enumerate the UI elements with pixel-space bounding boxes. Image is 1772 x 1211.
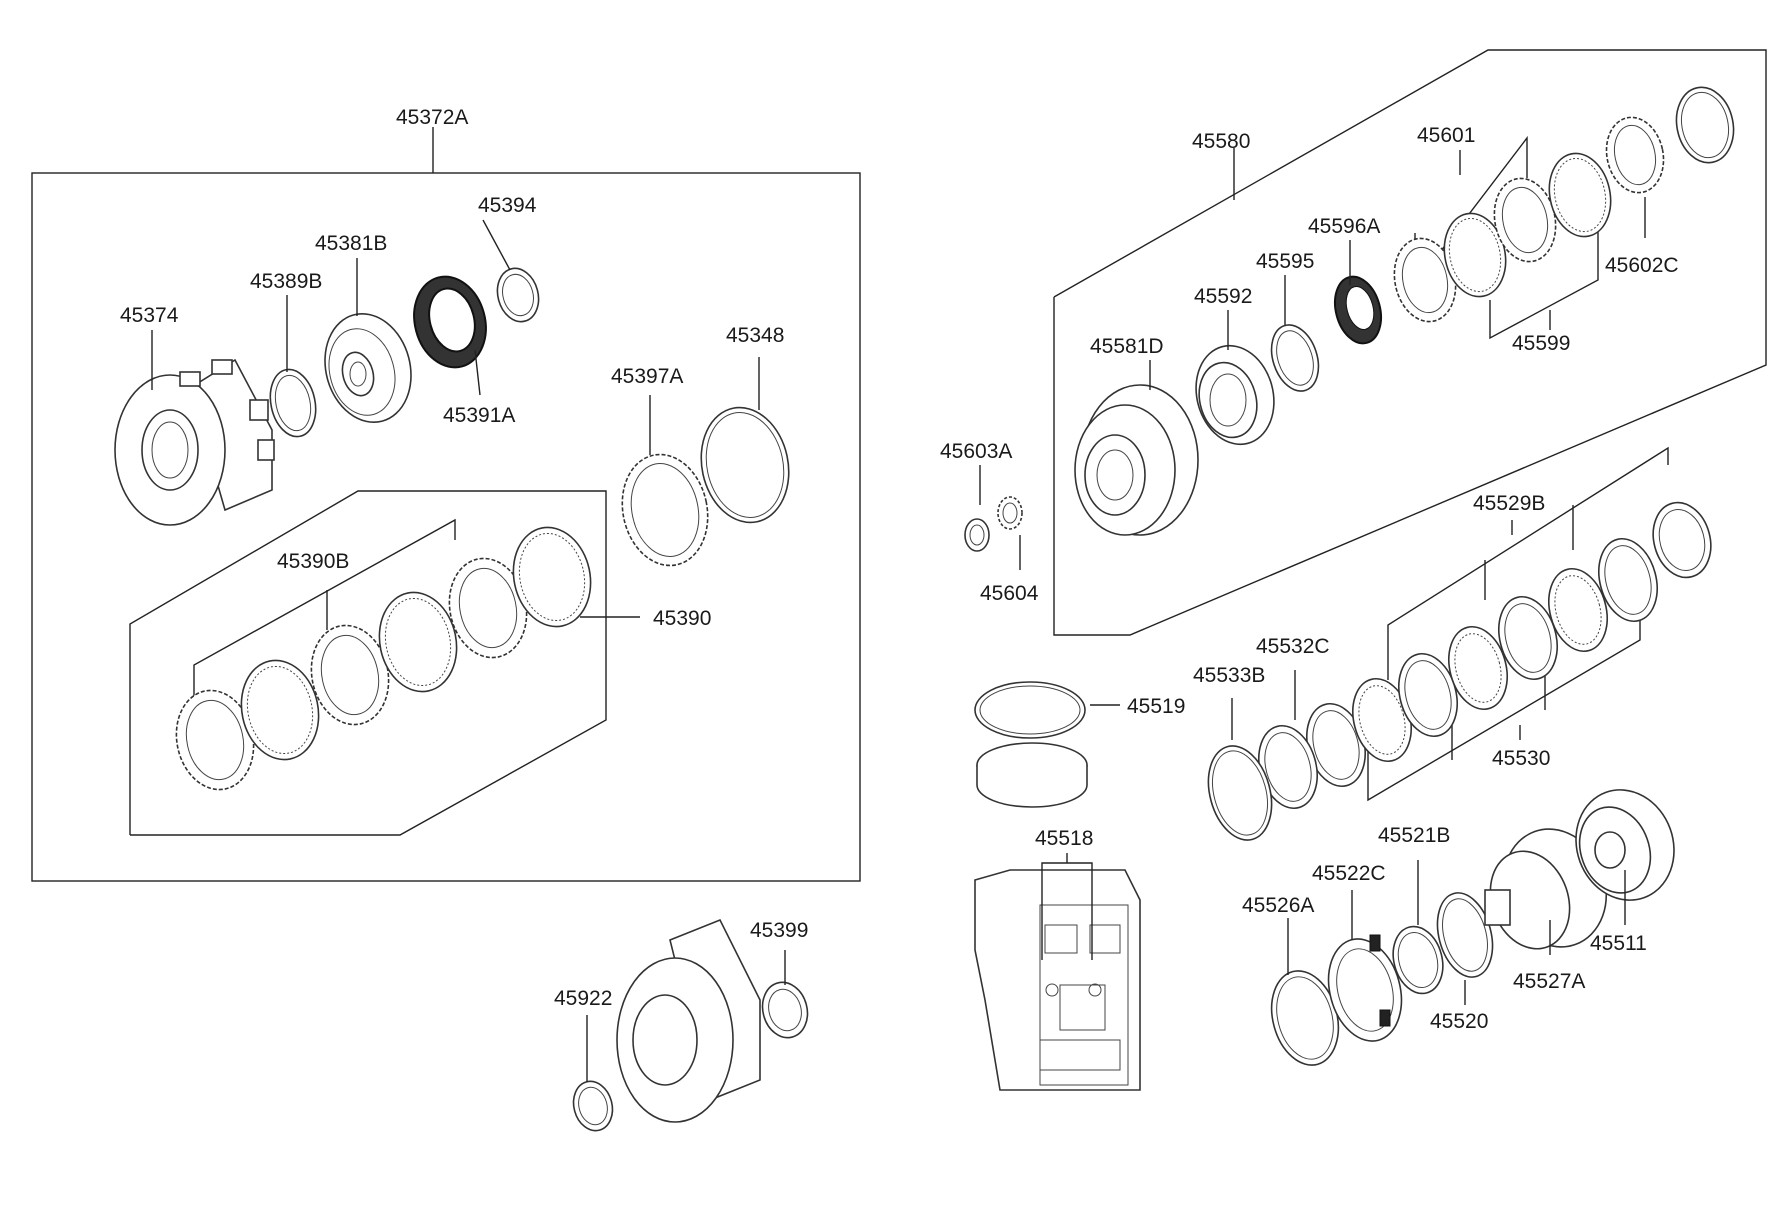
drum-45581D [1074, 384, 1199, 536]
label-45381B: 45381B [315, 232, 387, 255]
ring-45595 [1270, 324, 1320, 392]
plate-45397A [621, 453, 709, 567]
bracket-45599 [1489, 230, 1599, 340]
label-45601: 45601 [1417, 124, 1475, 147]
hub-45592 [1195, 344, 1275, 446]
label-45526A: 45526A [1242, 894, 1314, 917]
label-45391A: 45391A [443, 404, 515, 427]
label-45602C: 45602C [1605, 254, 1679, 277]
label-45527A: 45527A [1513, 970, 1585, 993]
label-45394: 45394 [478, 194, 537, 217]
valve-body-45518 [974, 869, 1141, 1091]
label-45390B: 45390B [277, 550, 349, 573]
snap-ring-45533B [1207, 745, 1273, 841]
label-45599: 45599 [1512, 332, 1570, 355]
bracket-45390B [193, 518, 456, 705]
label-45529B: 45529B [1473, 492, 1545, 515]
label-45374: 45374 [120, 304, 179, 327]
clutch-pack-frame [129, 490, 607, 836]
label-45532C: 45532C [1256, 635, 1330, 658]
label-45518: 45518 [1035, 827, 1093, 850]
snap-ring-45394 [496, 267, 540, 323]
label-45530: 45530 [1492, 747, 1550, 770]
drum-45374 [114, 358, 275, 526]
part-labels: 45372A 45394 45381B 45389B 45374 45391A … [120, 106, 1679, 1033]
ring-45389B [269, 368, 317, 438]
clutch-plates-45390 [175, 526, 592, 791]
label-45581D: 45581D [1090, 335, 1164, 358]
clutch-plates-45530 [1306, 501, 1712, 788]
label-45922: 45922 [554, 987, 612, 1010]
bracket-45529B [1387, 446, 1669, 680]
label-45519: 45519 [1127, 695, 1185, 718]
one-way-clutch-45391A [413, 275, 487, 369]
label-45348: 45348 [726, 324, 784, 347]
leaders-left [151, 219, 760, 455]
group-box-45372A [31, 127, 861, 882]
label-45580: 45580 [1192, 130, 1250, 153]
label-45596A: 45596A [1308, 215, 1380, 238]
label-45389B: 45389B [250, 270, 322, 293]
washer-45399 [761, 981, 809, 1039]
label-45372A: 45372A [396, 106, 468, 129]
hub-45381B [324, 312, 412, 424]
label-45604: 45604 [980, 582, 1039, 605]
label-45399: 45399 [750, 919, 808, 942]
ring-45521B [1392, 925, 1444, 995]
clutch-plates-45601 [1393, 86, 1735, 323]
washer-45603A [964, 518, 990, 552]
label-45603A: 45603A [940, 440, 1012, 463]
label-45522C: 45522C [1312, 862, 1386, 885]
label-45533B: 45533B [1193, 664, 1265, 687]
label-45520: 45520 [1430, 1010, 1488, 1033]
leaders-right-top [979, 197, 1646, 570]
label-45521B: 45521B [1378, 824, 1450, 847]
snap-ring-45348 [700, 406, 790, 524]
washer-45604 [997, 496, 1023, 530]
washer-45922 [572, 1080, 614, 1132]
label-45511: 45511 [1590, 932, 1647, 955]
drum-45511 [1575, 789, 1675, 901]
sleeve-45519 [976, 742, 1088, 808]
one-way-clutch-45522C [1327, 934, 1403, 1042]
label-45397A: 45397A [611, 365, 683, 388]
ring-45519 [974, 681, 1086, 739]
drum-45922 [616, 918, 761, 1123]
label-45592: 45592 [1194, 285, 1252, 308]
label-45595: 45595 [1256, 250, 1314, 273]
label-45390: 45390 [653, 607, 711, 630]
group-box-45580 [1053, 49, 1767, 636]
